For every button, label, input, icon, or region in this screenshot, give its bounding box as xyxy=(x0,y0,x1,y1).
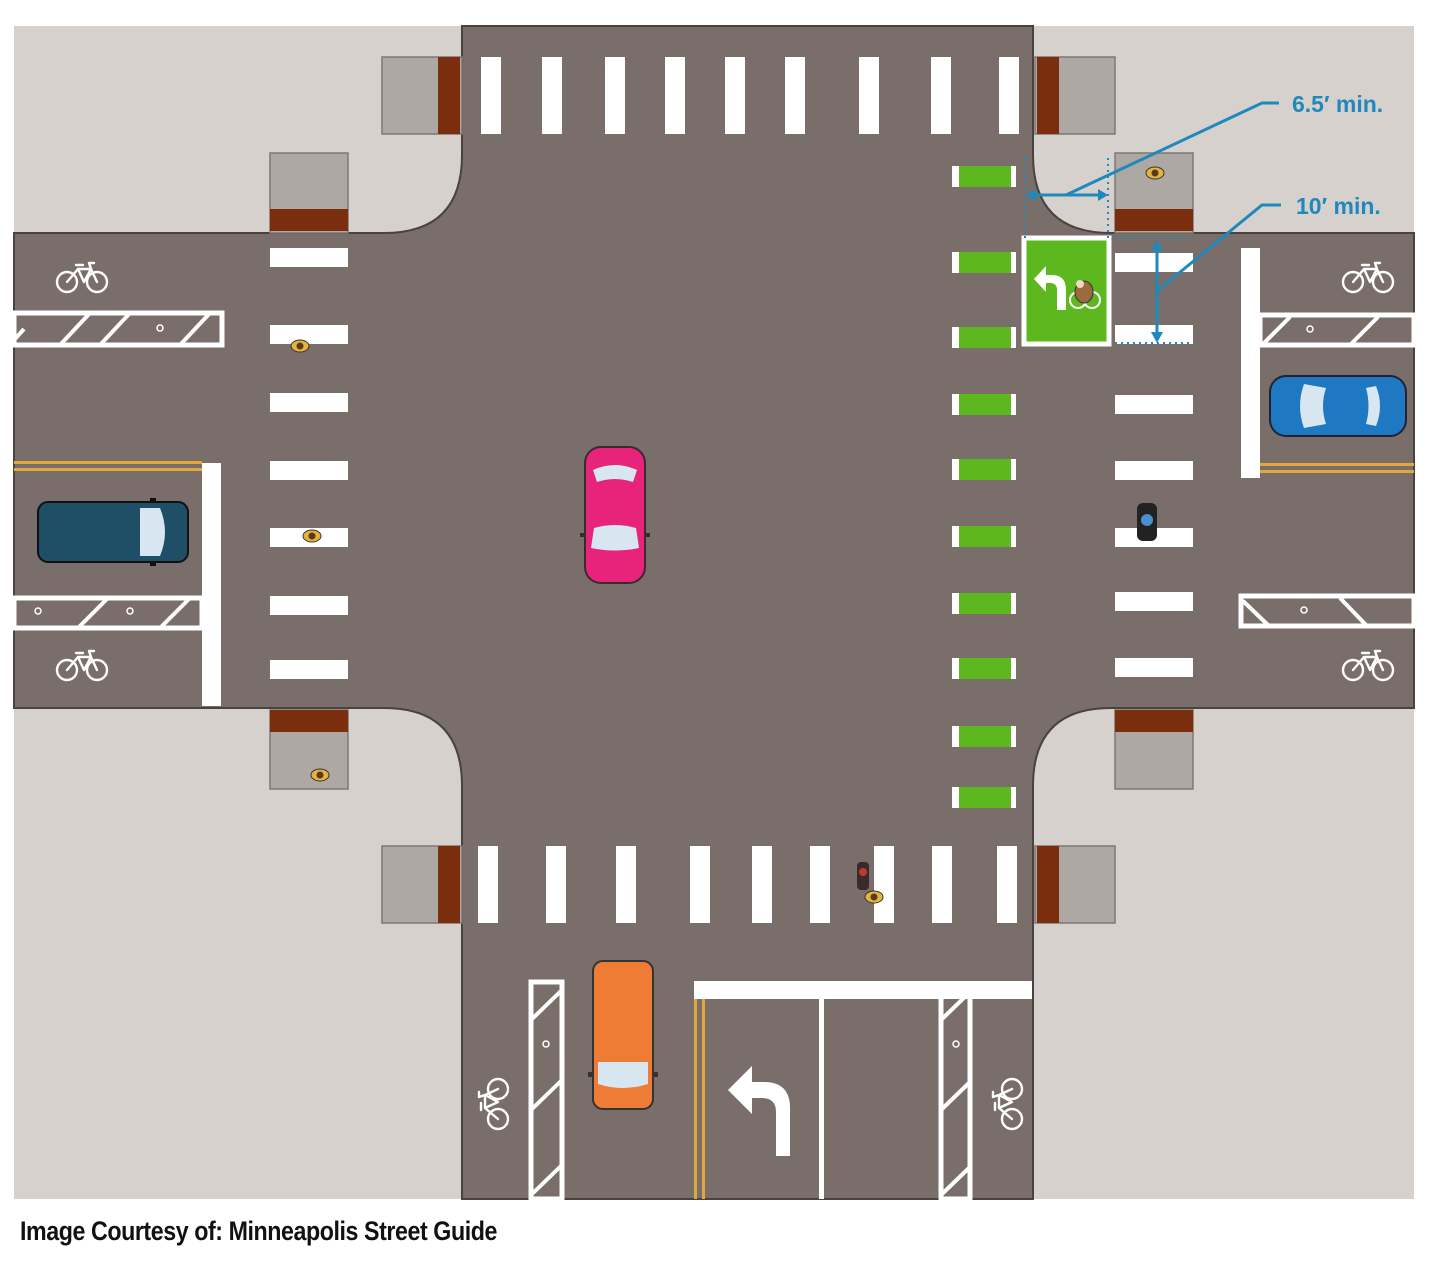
bike-crossing-block xyxy=(959,658,1011,679)
west-approach-markings xyxy=(11,261,225,706)
crosswalk-bar xyxy=(1115,658,1193,677)
cyclist-icon xyxy=(857,862,869,890)
crosswalk-bar xyxy=(690,846,710,923)
crosswalk-bar xyxy=(874,846,894,923)
bike-crossing-block xyxy=(959,252,1011,273)
left-turn-arrow-icon xyxy=(1034,266,1066,310)
east-approach-markings xyxy=(1238,248,1417,682)
pink-car xyxy=(580,446,650,584)
crosswalk-north xyxy=(481,57,1019,134)
crosswalk-bar xyxy=(478,846,498,923)
crosswalk-bar xyxy=(997,846,1017,923)
crosswalk-bar xyxy=(931,57,951,134)
bike-crossing-block xyxy=(959,726,1011,747)
bike-crossing-block xyxy=(959,593,1011,614)
cyclist-icon xyxy=(1069,280,1101,309)
blue-car xyxy=(1269,375,1407,437)
crosswalk-bar xyxy=(481,57,501,134)
crosswalk-west xyxy=(270,248,348,679)
pedestrian-icon xyxy=(310,768,330,782)
crosswalk-bar xyxy=(1115,461,1193,480)
bike-crossing-block xyxy=(959,327,1011,348)
image-caption: Image Courtesy of: Minneapolis Street Gu… xyxy=(20,1216,497,1246)
bike-crossing-block xyxy=(959,394,1011,415)
crosswalk-bar xyxy=(859,57,879,134)
crosswalk-bar xyxy=(270,596,348,615)
bike-crossing-block xyxy=(959,526,1011,547)
dimension-label-depth: 6.5′ min. xyxy=(1292,91,1383,117)
green-bike-crossing xyxy=(952,166,1016,808)
crosswalk-bar xyxy=(752,846,772,923)
crosswalk-bar xyxy=(665,57,685,134)
navy-van xyxy=(37,498,189,566)
bike-crossing-block xyxy=(959,459,1011,480)
pedestrians xyxy=(290,166,1165,904)
bike-box xyxy=(1021,235,1112,347)
crosswalk-bar xyxy=(542,57,562,134)
crosswalk-bar xyxy=(270,325,348,344)
crosswalk-bar xyxy=(270,248,348,267)
pedestrian-icon xyxy=(864,890,884,904)
dimension-annotations: 6.5′ min. 10′ min. xyxy=(1024,91,1383,344)
pedestrian-icon xyxy=(1145,166,1165,180)
crosswalk-bar xyxy=(605,57,625,134)
crosswalk-bar xyxy=(270,461,348,480)
cyclist-icon xyxy=(1137,503,1157,541)
crosswalk-bar xyxy=(270,660,348,679)
pedestrian-icon xyxy=(290,339,310,353)
curb-ramps xyxy=(269,56,1194,924)
crosswalk-bar xyxy=(1115,253,1193,272)
crosswalk-bar xyxy=(999,57,1019,134)
south-approach-markings xyxy=(477,979,1032,1202)
crosswalk-bar xyxy=(616,846,636,923)
pedestrian-icon xyxy=(302,529,322,543)
crosswalk-bar xyxy=(546,846,566,923)
crosswalk-south xyxy=(478,846,1017,923)
crosswalk-bar xyxy=(810,846,830,923)
bike-crossing-block xyxy=(959,787,1011,808)
dimension-label-width: 10′ min. xyxy=(1296,193,1381,219)
crosswalk-bar xyxy=(270,393,348,412)
orange-van xyxy=(588,960,658,1110)
crosswalk-bar xyxy=(1115,395,1193,414)
crosswalk-bar xyxy=(1115,592,1193,611)
left-turn-arrow-icon xyxy=(728,1066,790,1156)
crosswalk-bar xyxy=(785,57,805,134)
bike-crossing-block xyxy=(959,166,1011,187)
crosswalk-bar xyxy=(932,846,952,923)
crosswalk-bar xyxy=(725,57,745,134)
